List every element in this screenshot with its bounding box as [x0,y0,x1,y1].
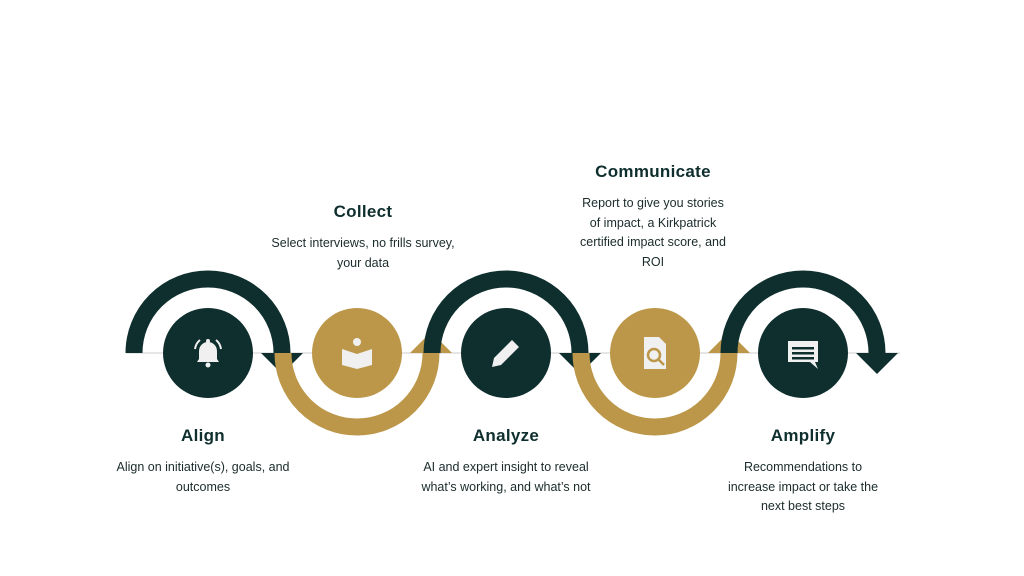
step-desc-analyze: AI and expert insight to reveal what’s w… [421,460,591,494]
bell-clapper [205,362,211,368]
pencil-icon [492,340,519,367]
bell-body [197,342,219,362]
arc-arrow-communicate [572,352,738,436]
bell-wave [194,339,201,350]
arc-arrow-analyze [423,270,589,354]
step-title-align: Align [181,426,225,445]
step-title-communicate: Communicate [595,162,711,181]
arc-arrow-collect [274,352,440,436]
pencil-body [492,340,519,367]
open-book [342,349,372,369]
chat-message-icon [788,341,818,369]
arc-arrow-amplify [720,270,886,354]
bell-top [206,339,210,343]
magnifier-handle [657,358,665,366]
step-desc-amplify: Recommendations to increase impact or ta… [727,460,879,513]
step-desc-communicate: Report to give you stories of impact, a … [580,196,726,269]
magnifier [646,347,662,363]
bell-wave [215,339,222,350]
arc-arrow-align [125,270,291,354]
step-title-amplify: Amplify [770,426,836,445]
chat-line [792,347,814,350]
arrowhead-down [856,353,898,374]
step-title-collect: Collect [333,202,393,221]
step-title-analyze: Analyze [472,426,540,445]
step-desc-align: Align on initiative(s), goals, and outco… [116,460,290,494]
document-search-icon [644,337,666,369]
reading-person-icon [342,338,372,369]
step-desc-collect: Select interviews, no frills survey, you… [271,236,455,270]
bell-icon [194,339,222,368]
chat-line [792,357,814,360]
chat-line [792,352,814,355]
step-circle-collect [312,308,402,398]
person-head [353,338,361,346]
